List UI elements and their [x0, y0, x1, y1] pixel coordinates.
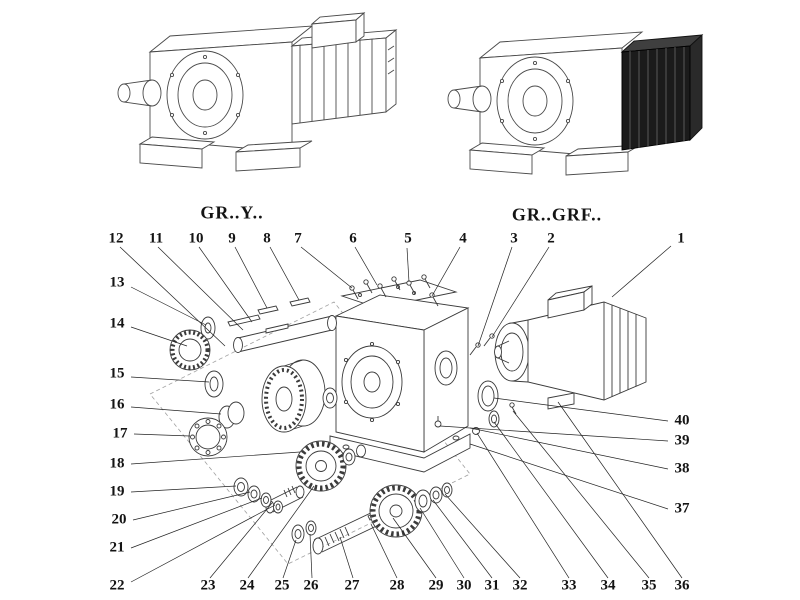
callout-number-14: 14: [109, 315, 125, 332]
figure-label-gr-grf: GR..GRF..: [511, 204, 603, 225]
callout-number-36: 36: [674, 577, 690, 594]
callout-number-28: 28: [389, 577, 405, 594]
callout-number-34: 34: [600, 577, 616, 594]
callout-number-1: 1: [677, 230, 685, 247]
callout-number-22: 22: [109, 577, 125, 594]
exploded-housing: [329, 279, 471, 473]
callout-number-12: 12: [108, 230, 124, 247]
callout-number-23: 23: [200, 577, 216, 594]
callout-number-16: 16: [109, 396, 125, 413]
leader-lines: [119, 245, 683, 583]
callout-number-21: 21: [109, 539, 125, 556]
callout-number-3: 3: [510, 230, 518, 247]
assembled-view-left: [117, 12, 398, 172]
construction-lines: [149, 301, 471, 565]
callout-number-20: 20: [111, 511, 127, 528]
callout-number-38: 38: [674, 460, 690, 477]
fastener-parts: [349, 274, 517, 435]
callout-number-33: 33: [561, 577, 577, 594]
callout-number-8: 8: [263, 230, 271, 247]
callout-number-13: 13: [109, 274, 125, 291]
callout-number-27: 27: [344, 577, 360, 594]
callout-number-32: 32: [512, 577, 528, 594]
callout-number-24: 24: [239, 577, 255, 594]
callout-number-39: 39: [674, 432, 690, 449]
callout-number-9: 9: [228, 230, 236, 247]
callout-number-26: 26: [303, 577, 319, 594]
callout-number-5: 5: [404, 230, 412, 247]
callout-number-35: 35: [641, 577, 657, 594]
callout-number-2: 2: [547, 230, 555, 247]
assembled-view-right: [447, 31, 704, 176]
callout-number-4: 4: [459, 230, 467, 247]
callout-number-11: 11: [148, 230, 164, 247]
callout-number-10: 10: [188, 230, 204, 247]
callout-number-7: 7: [294, 230, 302, 247]
input-shaft-parts: [169, 297, 338, 457]
callout-number-29: 29: [428, 577, 444, 594]
callout-number-25: 25: [274, 577, 290, 594]
callout-number-6: 6: [349, 230, 357, 247]
callout-number-30: 30: [456, 577, 472, 594]
brake-cover-block: [620, 33, 704, 151]
exploded-motor: [494, 285, 647, 410]
callout-number-40: 40: [674, 412, 690, 429]
callout-number-37: 37: [674, 500, 690, 517]
callout-number-18: 18: [109, 455, 125, 472]
output-shaft-parts: [291, 482, 453, 555]
callout-number-15: 15: [109, 365, 125, 382]
callout-number-19: 19: [109, 483, 125, 500]
callout-number-31: 31: [484, 577, 500, 594]
callout-number-17: 17: [112, 425, 128, 442]
figure-label-gr-y: GR..Y..: [200, 202, 264, 223]
intermediate-gear-parts: [233, 440, 366, 514]
